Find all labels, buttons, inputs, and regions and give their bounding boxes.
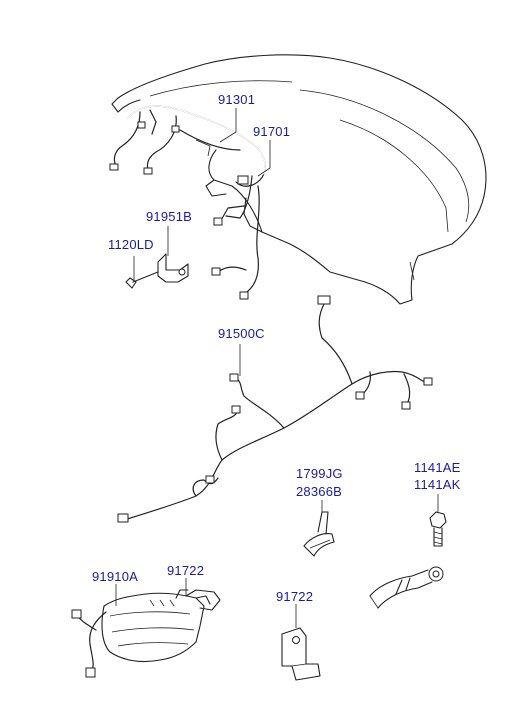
ground-bolt-1141ae [429, 494, 447, 547]
label-91951b: 91951B [146, 209, 192, 224]
label-91722-harness: 91722 [167, 563, 204, 578]
label-1799jg: 1799JG [296, 466, 343, 481]
battery-harness-91910a [71, 578, 221, 678]
label-28366b: 28366B [296, 484, 342, 499]
label-91500c: 91500C [218, 326, 265, 341]
clip-1799jg [303, 500, 335, 557]
label-91301: 91301 [218, 92, 255, 107]
floor-harness-91500c [117, 295, 433, 523]
main-harness-91301 [109, 105, 266, 300]
bracket-91951b [157, 226, 189, 283]
label-91722-bracket: 91722 [276, 589, 313, 604]
bolt-1120ld [125, 256, 159, 289]
label-1120ld: 1120LD [108, 237, 154, 252]
label-1141ak: 1141AK [414, 477, 461, 492]
label-1141ae: 1141AE [414, 460, 461, 475]
crash-pad-outline [111, 54, 487, 305]
label-91701: 91701 [253, 124, 290, 139]
bracket-91722 [281, 604, 321, 681]
ground-cable [369, 566, 444, 609]
label-91910a: 91910A [92, 569, 138, 584]
